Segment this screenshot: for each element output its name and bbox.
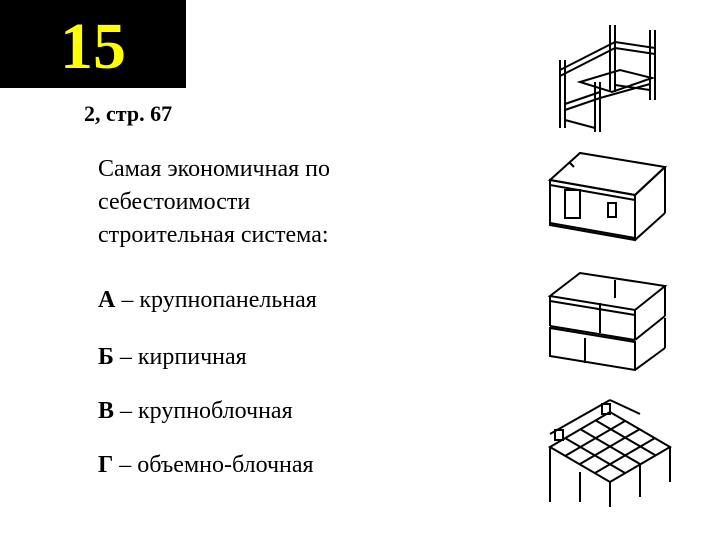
question-text: Самая экономичная по себестоимости строи… bbox=[98, 153, 418, 252]
answer-letter: А bbox=[98, 287, 116, 313]
question-line: строительная система: bbox=[98, 222, 329, 248]
slide-number-box: 15 bbox=[0, 0, 186, 88]
answer-c: В – крупноблочная bbox=[98, 398, 293, 425]
slide-number: 15 bbox=[60, 10, 126, 83]
page-reference: 2, стр. 67 bbox=[84, 101, 173, 126]
answer-letter: В bbox=[98, 398, 115, 424]
slab-floor-drawing bbox=[548, 399, 672, 507]
answer-letter: Г bbox=[98, 452, 114, 478]
panel-blocks-drawing bbox=[547, 271, 668, 372]
volumetric-block-drawing bbox=[547, 151, 668, 242]
answer-text: – крупнопанельная bbox=[115, 287, 317, 313]
answer-a: А – крупнопанельная bbox=[98, 287, 317, 314]
answer-d: Г – объемно-блочная bbox=[98, 452, 314, 479]
question-line: себестоимости bbox=[98, 189, 251, 215]
frame-structure-drawing bbox=[559, 25, 656, 132]
answer-text: – крупноблочная bbox=[114, 398, 293, 424]
question-line: Самая экономичная по bbox=[98, 156, 330, 182]
answer-b: Б – кирпичная bbox=[98, 344, 247, 371]
answer-text: – кирпичная bbox=[113, 344, 247, 370]
answer-letter: Б bbox=[98, 344, 114, 370]
answer-text: – объемно-блочная bbox=[113, 452, 314, 478]
